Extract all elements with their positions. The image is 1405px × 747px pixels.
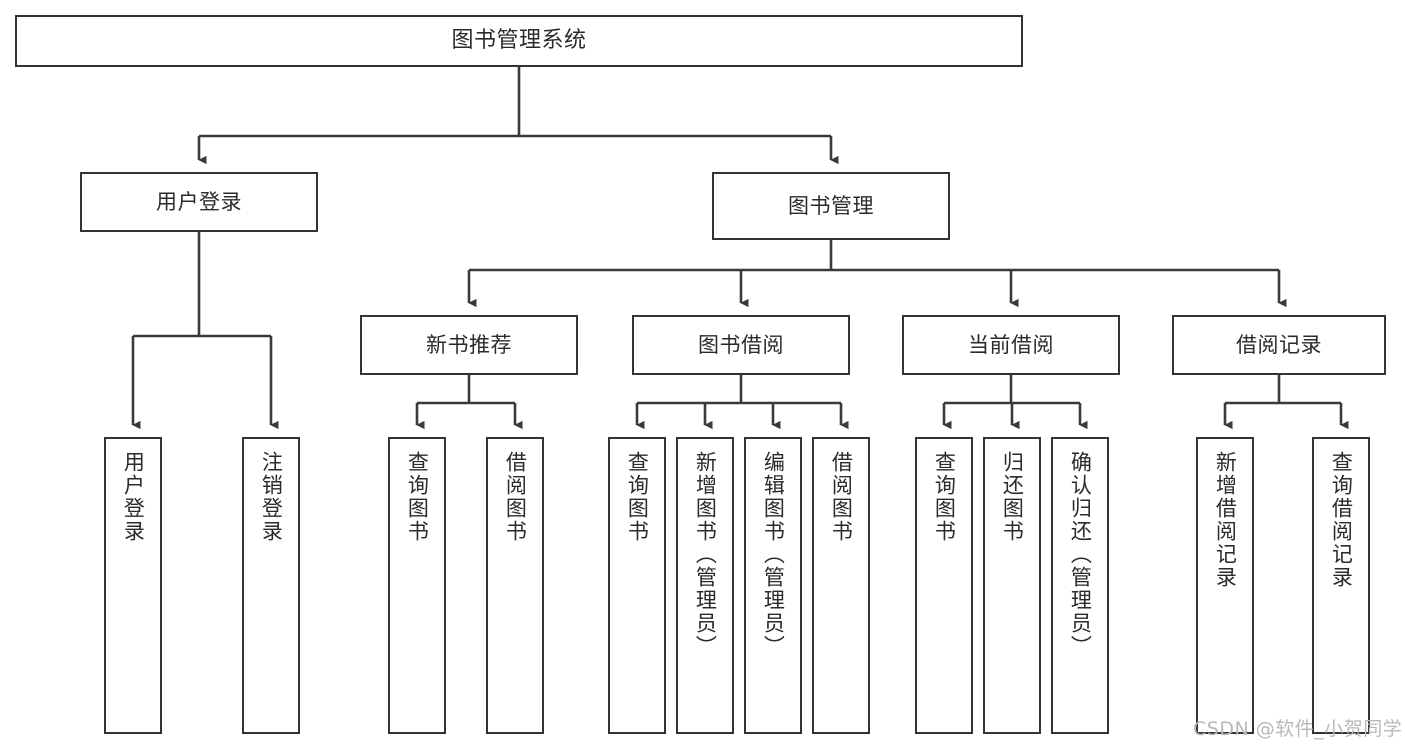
node-borrow-record[interactable]: 借阅记录 [1172,315,1386,375]
node-label: 新增借阅记录 [1213,451,1238,589]
node-label: 编辑图书（管理员） [761,451,786,658]
node-label: 查询图书 [625,451,650,543]
node-label: 借阅图书 [503,451,528,543]
node-leaf-borrow-book[interactable]: 借阅图书 [812,437,870,734]
node-leaf-borrow-book-recommend[interactable]: 借阅图书 [486,437,544,734]
node-leaf-user-logout[interactable]: 注销登录 [242,437,300,734]
node-label: 用户登录 [156,189,242,214]
node-leaf-add-borrow-record[interactable]: 新增借阅记录 [1196,437,1254,734]
node-leaf-query-book-recommend[interactable]: 查询图书 [388,437,446,734]
node-label: 图书借阅 [698,332,784,357]
node-leaf-query-borrow-record[interactable]: 查询借阅记录 [1312,437,1370,734]
node-label: 新增图书（管理员） [693,451,718,658]
node-label: 借阅记录 [1236,332,1322,357]
node-label: 图书管理 [788,193,874,218]
node-leaf-add-book-admin[interactable]: 新增图书（管理员） [676,437,734,734]
node-label: 查询图书 [932,451,957,543]
node-current-borrow[interactable]: 当前借阅 [902,315,1120,375]
node-leaf-return-book[interactable]: 归还图书 [983,437,1041,734]
node-root-system[interactable]: 图书管理系统 [15,15,1023,67]
node-label: 图书管理系统 [451,28,587,54]
node-label: 借阅图书 [829,451,854,543]
node-book-manage[interactable]: 图书管理 [712,172,950,240]
node-leaf-confirm-return-admin[interactable]: 确认归还（管理员） [1051,437,1109,734]
node-label: 用户登录 [121,451,146,543]
node-new-book-recommend[interactable]: 新书推荐 [360,315,578,375]
node-user-login[interactable]: 用户登录 [80,172,318,232]
node-leaf-edit-book-admin[interactable]: 编辑图书（管理员） [744,437,802,734]
node-label: 新书推荐 [426,332,512,357]
node-label: 注销登录 [259,451,284,543]
node-label: 当前借阅 [968,332,1054,357]
node-leaf-query-book-borrow[interactable]: 查询图书 [608,437,666,734]
node-label: 确认归还（管理员） [1068,451,1093,658]
node-label: 归还图书 [1000,451,1025,543]
node-label: 查询借阅记录 [1329,451,1354,589]
node-leaf-user-login[interactable]: 用户登录 [104,437,162,734]
node-book-borrow[interactable]: 图书借阅 [632,315,850,375]
node-label: 查询图书 [405,451,430,543]
node-leaf-query-book-current[interactable]: 查询图书 [915,437,973,734]
